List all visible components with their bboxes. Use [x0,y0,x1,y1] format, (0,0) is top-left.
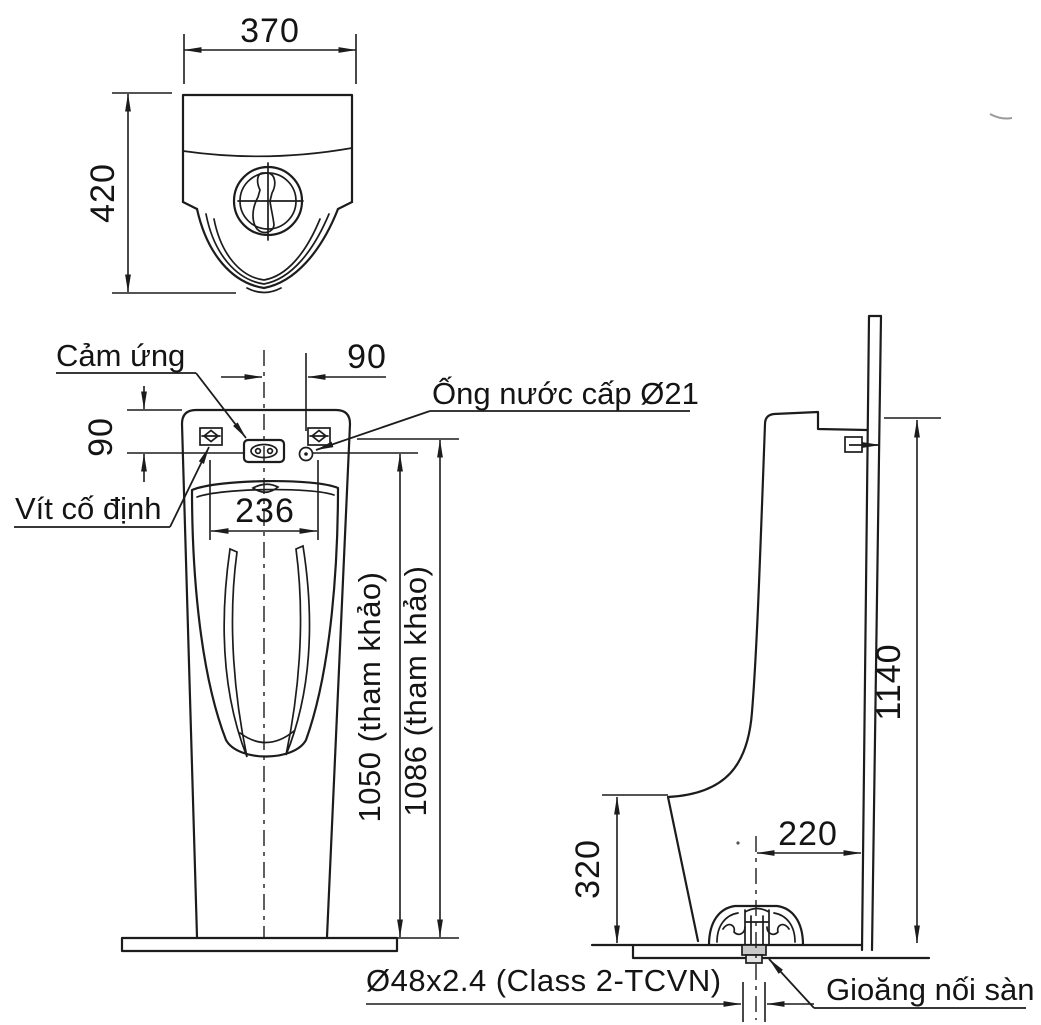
dim-side-height: 1140 [870,417,941,944]
dim-90v-text: 90 [82,417,120,457]
label-supply-pipe: Ống nước cấp Ø21 [315,375,699,451]
label-fixing-screw: Vít cố định [14,446,210,528]
bowl-leaf-right [285,544,311,756]
top-view-chamfers [181,200,354,211]
label-fixing-screw-text: Vít cố định [15,491,161,526]
bowl-leaf-left [223,547,248,758]
bowl-opening [190,479,340,758]
top-view-body-seam [182,147,353,158]
dim-370-text: 370 [240,12,300,50]
dim-supply-offset-h: 90 [221,338,387,380]
top-view-tip-lip [246,287,282,294]
label-floor-gasket: Gioăng nối sàn [768,958,1035,1009]
dim-1140-text: 1140 [870,643,908,720]
front-view: 90 90 236 1050 (tham khảo) 1086 (tham kh… [14,338,699,953]
dim-bowl-width: 236 [209,460,319,540]
dim-top-width: 370 [183,12,357,84]
pipe-clamp [844,436,881,453]
label-sensor: Cảm ứng [56,338,247,439]
dim-supply-offset-v: 90 [82,386,244,482]
top-view-sensor-bone [252,172,276,234]
label-supply-pipe-text: Ống nước cấp Ø21 [432,375,699,411]
fixing-screw-right [307,427,331,446]
bowl-bottom-arc [239,730,295,744]
label-floor-gasket-text: Gioăng nối sàn [826,972,1035,1007]
front-base-plate [120,936,399,953]
fixing-screw-left [199,427,223,446]
floor-gasket [741,944,767,964]
label-drain-pipe-text: Ø48x2.4 (Class 2-TCVN) [366,963,722,998]
side-view: 1140 320 220 Gioăng nối sàn [569,314,1035,1020]
dim-220-text: 220 [778,815,838,853]
dim-lip-height: 320 [569,794,668,944]
dim-drain-pipe: Ø48x2.4 (Class 2-TCVN) [366,963,814,1022]
dim-420-text: 420 [84,163,122,223]
top-view-shield-mid [205,213,330,285]
dim-height-1050: 1050 (tham khảo) [313,452,418,938]
supply-hole [298,446,314,462]
dim-height-1086: 1086 (tham khảo) [357,438,459,939]
side-body-profile [666,410,869,943]
bowl-spreader [251,483,280,494]
dim-90h-text: 90 [347,338,387,376]
bowl-rim-inner [196,488,335,498]
scan-artifact [989,113,1013,120]
top-view-shield-inner [213,218,321,281]
label-sensor-text: Cảm ứng [56,338,185,373]
dim-320-text: 320 [569,839,607,899]
dim-236-text: 236 [235,492,295,530]
front-body-outline [180,408,352,939]
side-floor-slab [631,943,931,960]
dim-1086-text: 1086 (tham khảo) [398,566,433,817]
scan-artifact-speck [736,841,740,845]
dim-1050-text: 1050 (tham khảo) [352,572,387,823]
side-supply-pipe [860,314,883,952]
top-view: 370 420 [84,12,357,294]
dim-drain-offset: 220 [756,815,862,856]
top-view-shield-outer [195,207,340,290]
dim-top-depth: 420 [84,92,236,294]
